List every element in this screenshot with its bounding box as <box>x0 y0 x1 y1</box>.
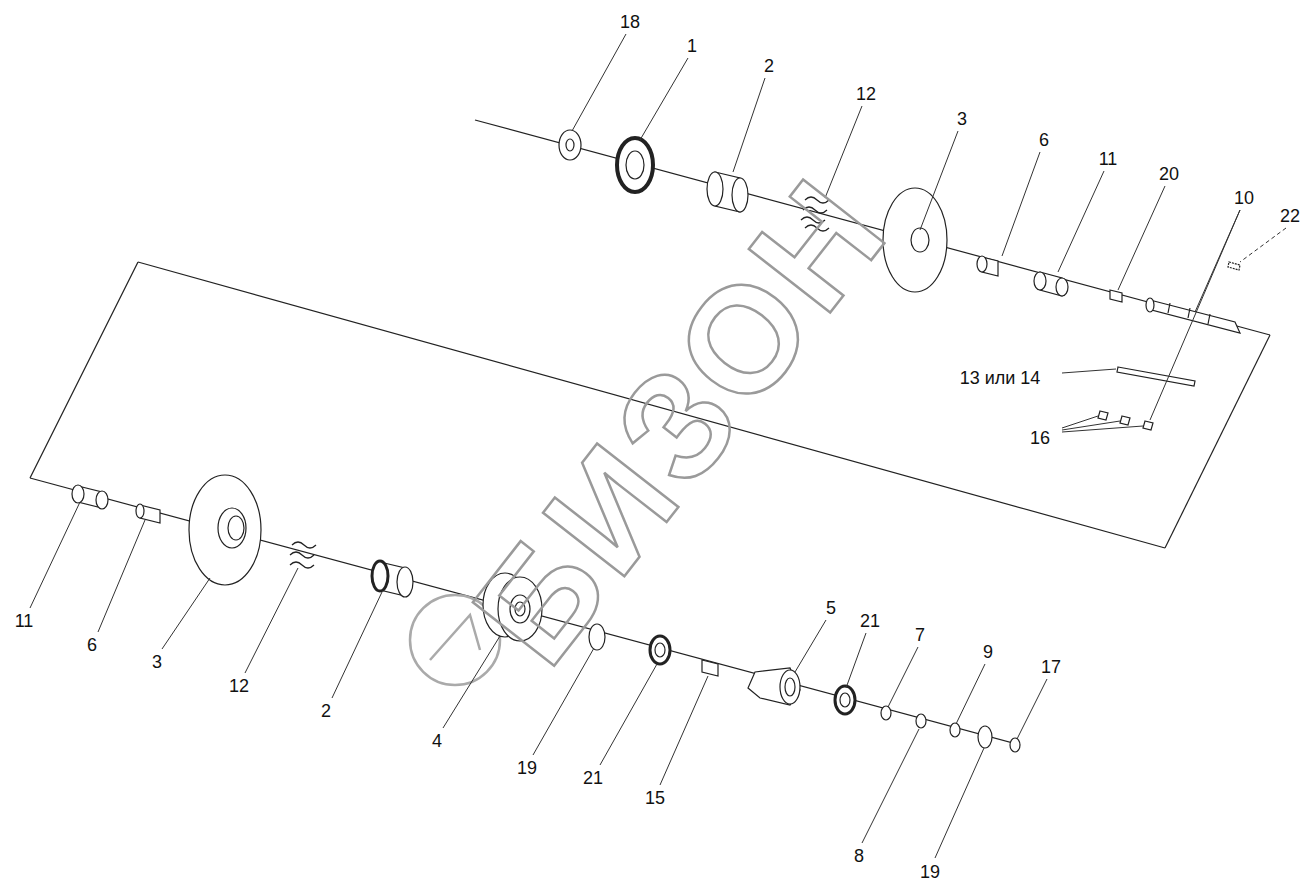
callout-number: 3 <box>957 110 967 128</box>
callout-number: 4 <box>432 732 442 750</box>
callout-number: 19 <box>517 759 537 777</box>
callout-number: 21 <box>860 612 880 630</box>
callout-number: 22 <box>1280 207 1300 225</box>
callout-number: 3 <box>152 653 162 671</box>
callout-number: 18 <box>620 13 640 31</box>
callout-number: 11 <box>15 612 34 630</box>
callout-number: 7 <box>915 626 925 644</box>
callout-number: 12 <box>856 85 876 103</box>
callout-number: 15 <box>645 789 665 807</box>
callout-number: 2 <box>764 57 774 75</box>
callout-number: 6 <box>1039 131 1049 149</box>
callout-number: 5 <box>826 599 836 617</box>
callout-number: 2 <box>321 702 331 720</box>
callout-number: 6 <box>87 636 97 654</box>
callout-number: 8 <box>854 847 864 865</box>
callout-number: 11 <box>1099 150 1118 168</box>
callout-number: 19 <box>920 863 940 881</box>
callout-number: 16 <box>1030 429 1050 447</box>
callout-number: 9 <box>983 643 993 661</box>
callout-number: 20 <box>1159 165 1179 183</box>
callout-number: 12 <box>229 677 249 695</box>
callout-number: 1 <box>687 37 697 55</box>
callout-number: 17 <box>1041 658 1061 676</box>
callout-number: 10 <box>1234 189 1254 207</box>
callout-number: 21 <box>583 769 603 787</box>
callout-number: 13 или 14 <box>960 369 1041 387</box>
watermark: БИЗОН <box>448 152 913 688</box>
